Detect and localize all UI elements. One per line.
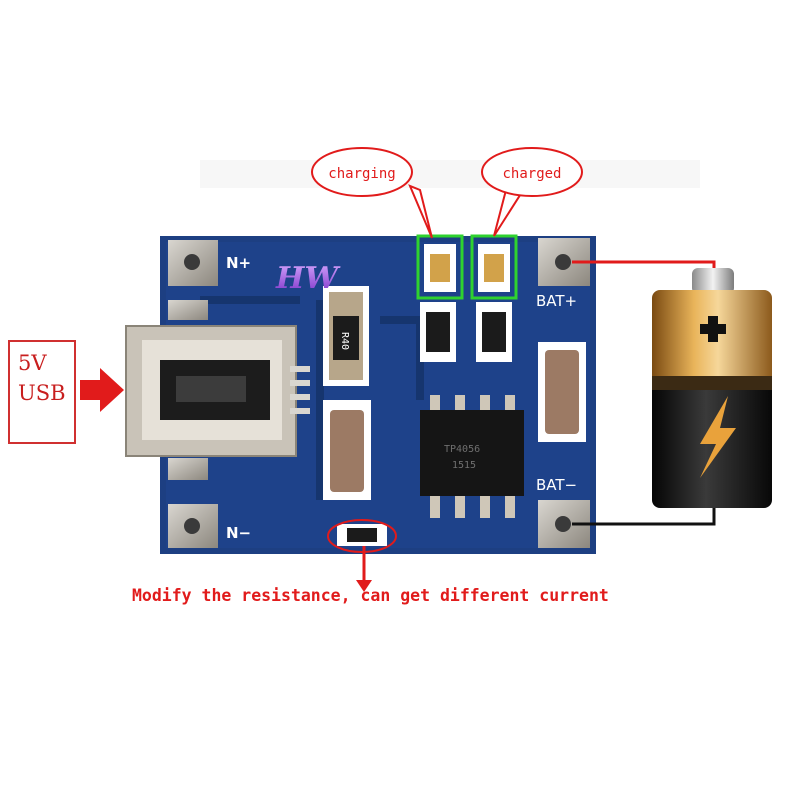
resistance-caption: Modify the resistance, can get different…: [132, 586, 609, 605]
led-charged: [478, 244, 510, 292]
capacitor-left: [323, 400, 371, 500]
resistor-code: R40: [339, 332, 350, 350]
usb-type-text: USB: [18, 381, 66, 405]
pad-bat-neg: [538, 500, 590, 548]
bubble-charging-text: charging: [328, 166, 395, 182]
charger-ic: [420, 395, 524, 518]
chip-marking-1: TP4056: [444, 444, 480, 455]
resistor-prog: [323, 286, 369, 386]
resistor-highlight-ellipse: [327, 519, 397, 553]
usb-voltage-text: 5V: [18, 351, 47, 375]
lightning-bolt-icon: [700, 396, 736, 478]
label-in-negative: N−: [226, 524, 251, 542]
mounting-pad-bottom-left: [168, 504, 218, 548]
bubble-charged: charged: [481, 147, 583, 237]
bubble-charged-text: charged: [502, 166, 561, 182]
mini-usb-connector: [125, 300, 310, 480]
usb-input-label: 5V USB: [8, 340, 76, 444]
led-charging: [424, 244, 456, 292]
pcb-board: N+ N− BAT+ BAT− HW R40 TP4056 1515: [160, 234, 596, 554]
usb-input-arrow: [80, 368, 124, 412]
bubble-charging: charging: [311, 147, 433, 239]
brand-logo: HW: [275, 261, 341, 296]
resistor-bottom: [337, 524, 387, 546]
label-bat-negative: BAT−: [536, 476, 577, 494]
label-bat-positive: BAT+: [536, 292, 577, 310]
capacitor-right: [538, 342, 586, 442]
resistor-down-arrow: [356, 546, 372, 592]
mounting-pad-top-left: [168, 240, 218, 286]
chip-marking-2: 1515: [452, 460, 476, 471]
led-charging-highlight: [416, 234, 464, 300]
battery-plus-icon: [700, 316, 726, 342]
battery: [652, 268, 772, 508]
label-in-positive: N+: [226, 254, 251, 272]
